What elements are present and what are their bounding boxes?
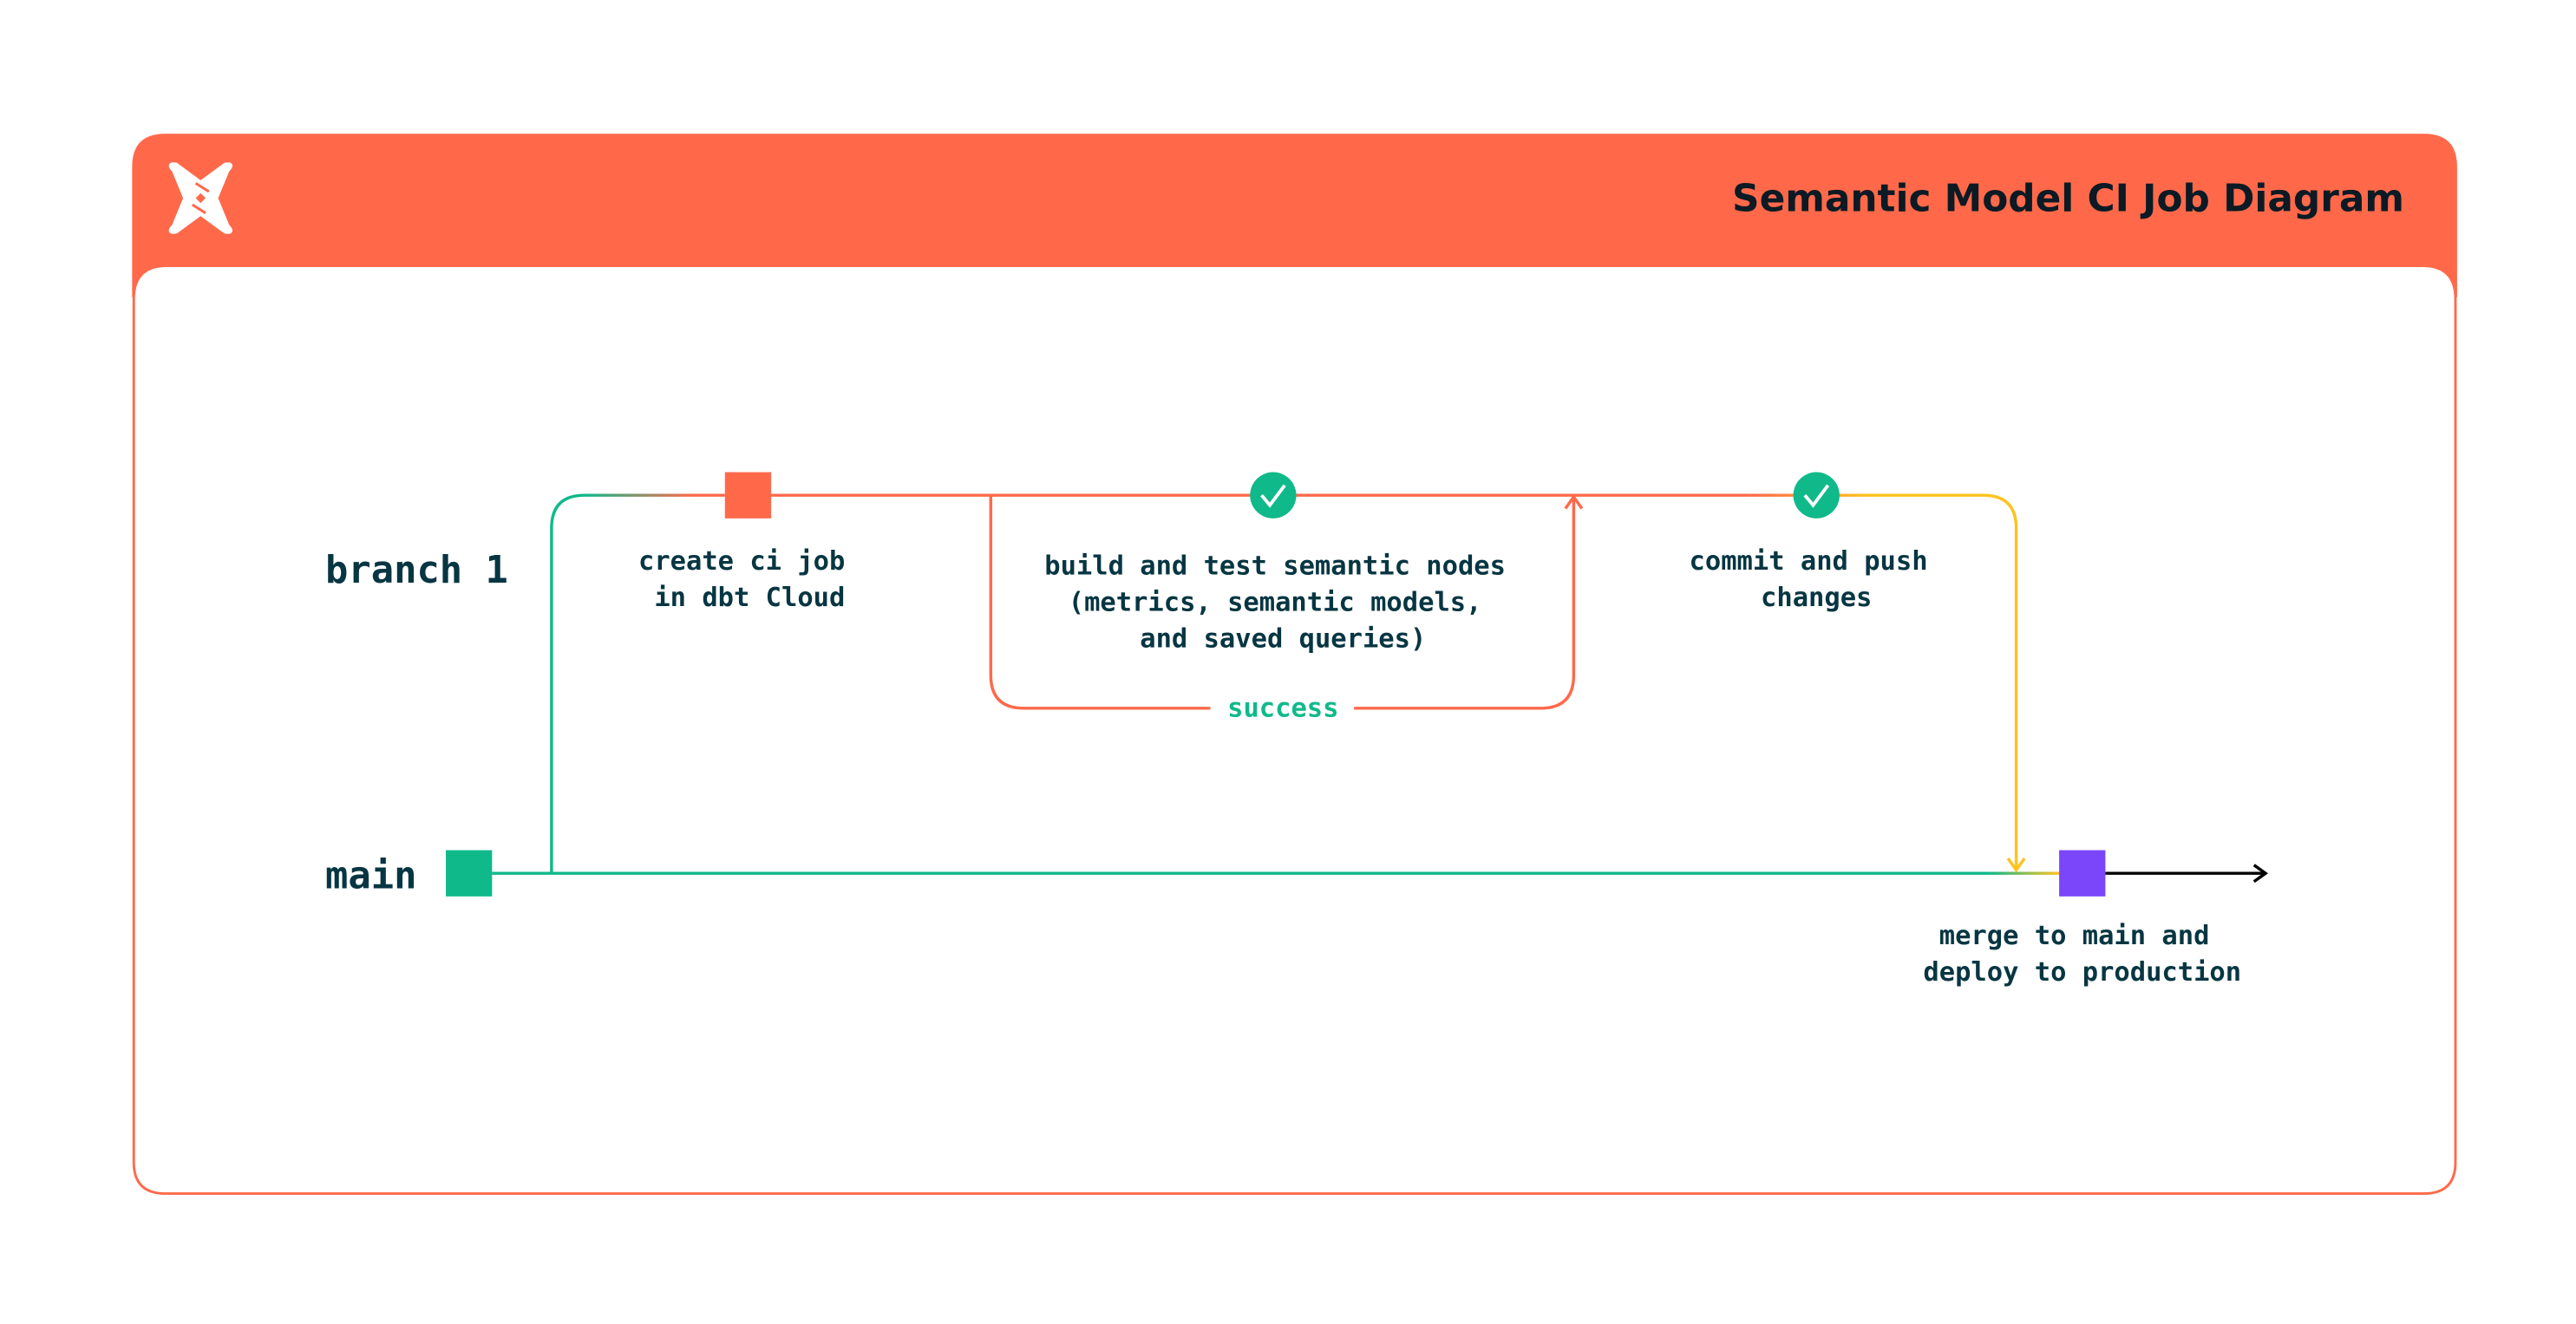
branch-off-line xyxy=(550,493,585,874)
success-label: success xyxy=(1227,693,1338,723)
merge-connector xyxy=(1983,493,2018,871)
dbt-logo-icon xyxy=(168,162,232,234)
lane-label-branch: branch 1 xyxy=(325,548,508,592)
step-merge-and-deploy: merge to main and deploy to production xyxy=(1923,921,2241,988)
diagram-frame: Semantic Model CI Job Diagram xyxy=(132,134,2457,1195)
page-title: Semantic Model CI Job Diagram xyxy=(1732,177,2404,221)
lane-label-main: main xyxy=(325,853,416,897)
step-create-ci-job: create ci job in dbt Cloud xyxy=(638,546,861,613)
build-loop xyxy=(989,495,1576,710)
loop-arrow-icon xyxy=(1564,494,1584,510)
main-node xyxy=(446,850,493,897)
content-panel xyxy=(132,264,2457,1195)
merge-arrow-icon xyxy=(2006,858,2026,873)
step-build-and-test: build and test semantic nodes (metrics, … xyxy=(1044,551,1521,655)
check-circle-icon xyxy=(1250,472,1297,519)
merge-node xyxy=(2059,850,2106,897)
check-circle-icon xyxy=(1793,472,1840,519)
header-bar xyxy=(132,134,2457,297)
ci-job-node xyxy=(724,472,772,519)
step-commit-and-push: commit and push changes xyxy=(1690,546,1944,613)
deploy-arrow-line xyxy=(2105,864,2269,884)
